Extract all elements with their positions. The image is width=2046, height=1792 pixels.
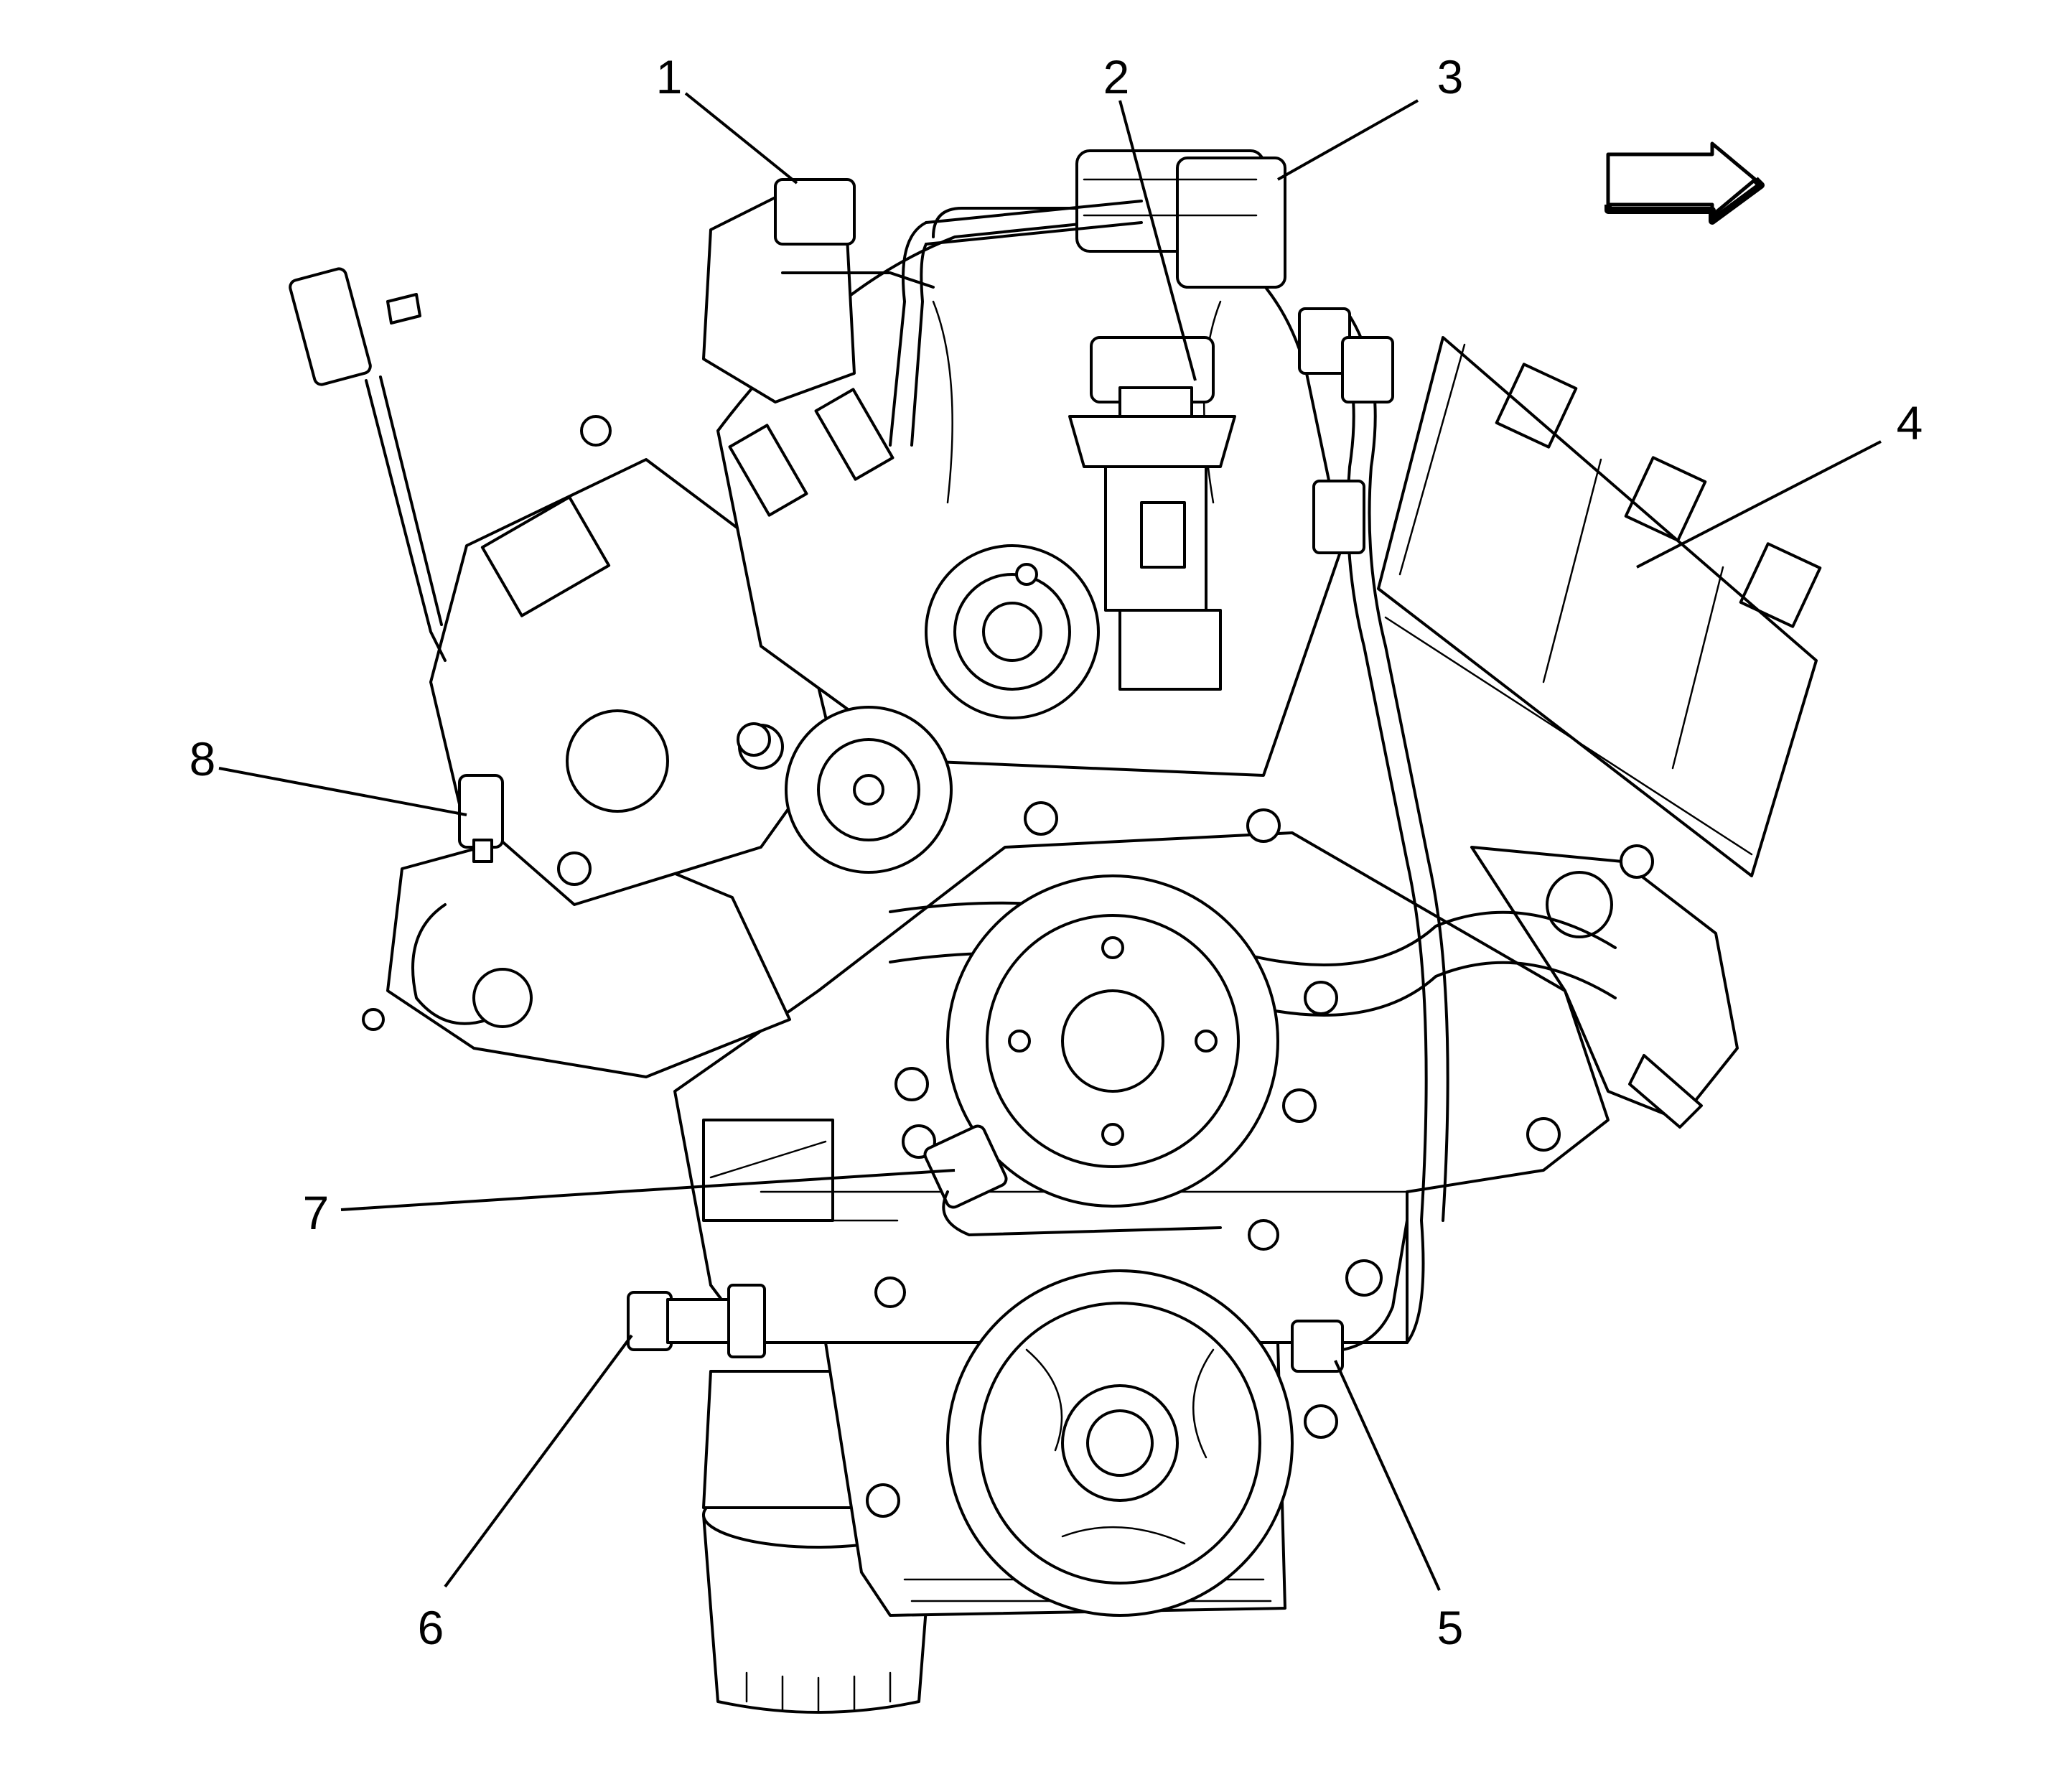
oil-pressure-sensor — [627, 1284, 766, 1358]
leader-line-6 — [444, 1334, 633, 1588]
tensioner-pulley — [785, 706, 953, 874]
leader-lines — [218, 92, 1882, 1591]
callout-8: 8 — [190, 732, 216, 785]
engine-illustration — [289, 149, 1822, 1714]
coolant-pipe — [889, 200, 1143, 447]
idler-pulley — [925, 544, 1100, 719]
coolant-temperature-sensor — [458, 774, 504, 863]
leader-line-3 — [1277, 99, 1419, 181]
callout-6: 6 — [418, 1601, 444, 1654]
crankshaft-balancer — [946, 874, 1279, 1208]
leader-line-1 — [684, 92, 798, 185]
callout-4: 4 — [1897, 396, 1923, 449]
leader-line-4 — [1636, 440, 1882, 569]
leader-line-7 — [340, 1169, 956, 1211]
callout-3: 3 — [1437, 50, 1464, 103]
left-sensor-lead — [289, 267, 447, 662]
callout-2: 2 — [1103, 50, 1130, 103]
callout-7: 7 — [303, 1186, 330, 1239]
leader-line-5 — [1334, 1360, 1441, 1591]
crankshaft-position-sensor — [923, 1124, 1222, 1236]
center-sensor — [1068, 336, 1236, 691]
left-cylinder-head — [362, 824, 791, 1078]
right-arrow-icon — [1604, 141, 1765, 225]
callout-labels: 1 2 3 4 5 6 7 8 — [190, 50, 1923, 1654]
callout-5: 5 — [1437, 1601, 1464, 1654]
throttle-body — [1075, 149, 1286, 289]
leader-line-2 — [1118, 100, 1197, 381]
right-engine-module — [1377, 336, 1822, 877]
top-left-sensor-assembly — [702, 178, 935, 517]
camshaft-position-sensor — [1291, 1219, 1409, 1373]
lower-front-cover — [946, 1269, 1294, 1617]
right-wiring-harness — [1298, 307, 1449, 1344]
leader-line-8 — [218, 767, 467, 816]
callout-1: 1 — [656, 50, 683, 103]
bolts — [557, 415, 1654, 1518]
